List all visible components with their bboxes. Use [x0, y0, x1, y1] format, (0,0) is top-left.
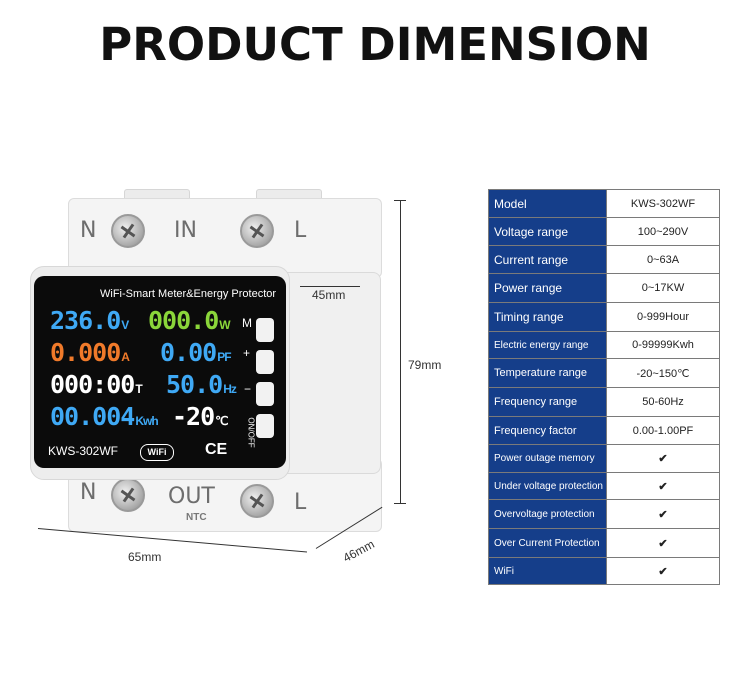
check-icon: ✔ — [606, 557, 720, 585]
spec-value: 100~290V — [606, 217, 720, 246]
dimension-line-depth-top — [300, 286, 360, 287]
dimension-depth-top: 45mm — [312, 288, 346, 302]
spec-value: -20~150℃ — [606, 358, 720, 388]
terminal-label: N — [80, 480, 97, 505]
dimension-depth-bottom: 46mm — [340, 536, 377, 566]
device-illustration: N IN L N OUT NTC L WiFi-Smart Meter&Ener… — [0, 0, 470, 681]
power-button[interactable] — [256, 414, 274, 438]
spec-value: KWS-302WF — [606, 189, 720, 218]
mode-button-label: M — [242, 316, 252, 330]
spec-row: Power outage memory✔ — [488, 444, 720, 473]
minus-button-label: − — [244, 382, 252, 396]
dimension-width: 65mm — [128, 550, 162, 564]
spec-key: Frequency factor — [488, 416, 607, 445]
spec-row: Under voltage protection✔ — [488, 472, 720, 500]
terminal-label: OUT — [168, 484, 215, 509]
spec-key: Frequency range — [488, 387, 607, 417]
wifi-badge: WiFi — [140, 444, 174, 461]
spec-value: 0-99999Kwh — [606, 331, 720, 359]
dimension-line-height — [400, 200, 401, 504]
spec-row: Overvoltage protection✔ — [488, 499, 720, 529]
spec-key: Current range — [488, 245, 607, 274]
dimension-tick — [394, 503, 406, 504]
device-side-wing — [286, 272, 381, 474]
terminal-label: L — [294, 490, 307, 515]
current-reading: 0.000A — [50, 338, 130, 367]
spec-key: Temperature range — [488, 358, 607, 388]
spec-row: WiFi✔ — [488, 557, 720, 585]
power-factor-reading: 0.00PF — [160, 338, 232, 367]
plus-button-label: + — [243, 346, 251, 360]
spec-value: 0-999Hour — [606, 302, 720, 332]
page-title: PRODUCT DIMENSION — [99, 18, 651, 71]
spec-value: 0.00-1.00PF — [606, 416, 720, 445]
check-icon: ✔ — [606, 499, 720, 529]
voltage-reading: 236.0V — [50, 306, 129, 335]
spec-key: Voltage range — [488, 217, 607, 246]
spec-key: Power outage memory — [488, 444, 607, 473]
terminal-label: L — [294, 218, 307, 243]
spec-key: Electric energy range — [488, 331, 607, 359]
model-label: KWS-302WF — [48, 444, 119, 458]
spec-value: 0~17KW — [606, 273, 720, 303]
spec-key: WiFi — [488, 557, 607, 585]
display-panel — [34, 276, 286, 468]
spec-key: Overvoltage protection — [488, 499, 607, 529]
spec-row: Temperature range-20~150℃ — [488, 358, 720, 388]
ce-mark: CE — [205, 441, 228, 458]
spec-row: Over Current Protection✔ — [488, 528, 720, 558]
screw-icon — [240, 214, 274, 248]
ntc-label: NTC — [186, 512, 207, 523]
spec-key: Timing range — [488, 302, 607, 332]
plus-button[interactable] — [256, 350, 274, 374]
screw-icon — [111, 214, 145, 248]
screw-icon — [111, 478, 145, 512]
spec-value: 0~63A — [606, 245, 720, 274]
power-button-label: ON/OFF — [246, 417, 256, 448]
frequency-reading: 50.0Hz — [166, 370, 237, 399]
temperature-reading: -20℃ — [172, 402, 229, 431]
spec-key: Under voltage protection — [488, 472, 607, 500]
terminal-label: N — [80, 218, 97, 243]
power-reading: 000.0W — [148, 306, 231, 335]
panel-title: WiFi-Smart Meter&Energy Protector — [100, 288, 277, 300]
screw-icon — [240, 484, 274, 518]
spec-key: Power range — [488, 273, 607, 303]
spec-key: Over Current Protection — [488, 528, 607, 558]
spec-value: 50-60Hz — [606, 387, 720, 417]
minus-button[interactable] — [256, 382, 274, 406]
dimension-tick — [394, 200, 406, 201]
check-icon: ✔ — [606, 528, 720, 558]
timer-reading: 000:00T — [50, 370, 143, 399]
check-icon: ✔ — [606, 472, 720, 500]
energy-reading: 00.004Kwh — [50, 402, 159, 431]
dimension-height: 79mm — [408, 358, 442, 372]
mode-button[interactable] — [256, 318, 274, 342]
spec-key: Model — [488, 189, 607, 218]
check-icon: ✔ — [606, 444, 720, 473]
terminal-label: IN — [174, 218, 197, 243]
